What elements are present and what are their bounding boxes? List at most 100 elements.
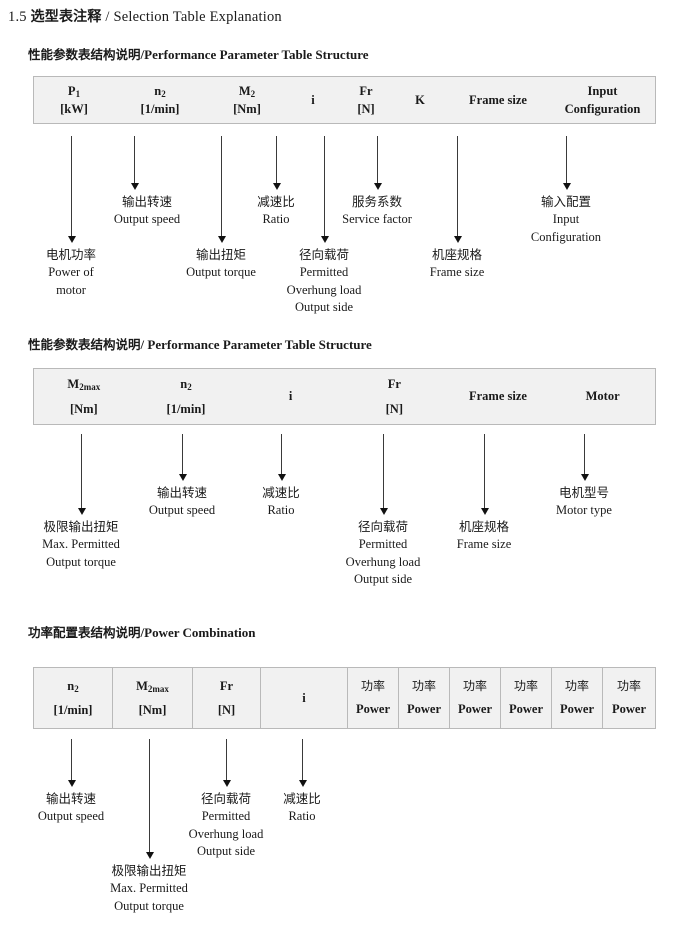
table-1-col-p1-subscript: 1 [75,88,81,99]
label-cn: 服务系数 [351,194,403,209]
table-1-label-ratio: 减速比 Ratio [257,193,295,229]
table-3-col-power-6-en: Power [611,702,646,717]
label-en-1: Output speed [113,211,181,226]
table-2-arrow-fr [379,508,388,516]
table-3-col-m2max-symbol: M [136,678,148,693]
table-1-arrow-n2 [130,183,139,191]
label-en-3: Output side [354,572,412,587]
label-en-1: Permitted [299,264,349,279]
table-1-label-output-torque: 输出扭矩 Output torque [186,246,256,282]
table-1-col-input-configuration-line2: Configuration [564,102,641,116]
table-1-arrow-stem-i [276,136,277,183]
table-2-col-fr-unit: [N] [385,402,403,416]
table-1-col-n2-subscript: 2 [161,88,166,99]
table-2-arrow-m2max [77,508,86,516]
label-cn: 输出扭矩 [195,247,247,262]
table-2-arrow-frame-size [480,508,489,516]
table-2-col-n2: n2 [1/min] [134,369,239,424]
table-1-arrow-stem-m2 [221,136,222,236]
table-3-col-power-4-cn: 功率 [513,678,538,693]
table-3-col-power-4: 功率 Power [501,668,552,728]
table-1-col-fr: Fr [N] [338,77,394,123]
table-3-col-n2: n2 [1/min] [34,668,113,728]
table-2-arrow-stem-i [281,434,282,474]
section-number: 1.5 [8,9,27,25]
section-1-heading-en: Performance Parameter Table Structure [144,47,369,62]
label-cn: 输出转速 [45,791,96,806]
label-cn: 径向载荷 [298,247,350,262]
label-en-1: Output torque [186,264,256,279]
table-1-arrow-stem-fr [324,136,325,236]
table-3-arrow-stem-n2 [71,739,72,780]
table-2-arrow-stem-frame-size [484,434,485,508]
label-en-3: Output side [295,300,353,315]
table-1-arrow-stem-frame-size [457,136,458,236]
table-1-col-frame-size-label: Frame size [469,92,527,107]
table-3-col-m2max-subscript: 2max [147,683,169,694]
table-1-col-input-configuration-line1: Input [587,83,618,98]
label-en-2: Overhung load [286,282,362,297]
label-en-1: Output speed [37,808,105,823]
table-2-arrow-motor [580,474,589,482]
table-1-col-k: K [394,77,446,123]
table-3-arrow-stem-fr [226,739,227,780]
table-1-arrow-k [373,183,382,191]
table-3-col-power-3-en: Power [457,702,492,717]
table-3-col-m2max: M2max [Nm] [113,668,193,728]
table-3-col-power-3-cn: 功率 [462,678,487,693]
table-2-col-n2-symbol: n [180,376,188,391]
table-1-label-power-of-motor: 电机功率 Power of motor [46,246,96,299]
table-3-label-max-output-torque: 极限输出扭矩 Max. Permitted Output torque [110,862,188,915]
table-3-arrow-m2max [145,852,154,860]
section-2-heading-en: Performance Parameter Table Structure [147,337,372,352]
table-3-col-power-2: 功率 Power [399,668,450,728]
section-2-heading-cn: 性能参数表结构说明 [28,337,141,352]
table-3-col-n2-unit: [1/min] [53,703,93,717]
table-2-label-ratio: 减速比 Ratio [262,484,300,520]
page-title-cn: 选型表注释 [30,9,102,25]
table-1-label-frame-size: 机座规格 Frame size [430,246,485,282]
table-1-col-p1: P1 [kW] [34,77,114,123]
table-1-arrow-frame-size [453,236,462,244]
label-en-1: Max. Permitted [42,536,120,551]
section-3-heading-cn: 功率配置表结构说明 [28,625,141,640]
table-3-arrow-stem-m2max [149,739,150,852]
table-1-col-fr-symbol: Fr [359,83,373,98]
table-2-label-motor-type: 电机型号 Motor type [556,484,612,520]
table-3-col-n2-subscript: 2 [74,683,79,694]
table-2-col-motor: Motor [550,369,655,424]
table-1-col-k-symbol: K [415,92,425,107]
table-1-arrow-stem-input-configuration [566,136,567,183]
table-1-col-i-symbol: i [311,92,315,107]
performance-parameter-table-2: M2max [Nm] n2 [1/min] i Fr [N] Frame siz… [33,368,656,425]
section-2-heading-sep: / [140,337,145,352]
table-3-arrow-stem-i [302,739,303,780]
table-3-col-power-5: 功率 Power [552,668,603,728]
table-2-arrow-stem-m2max [81,434,82,508]
table-1-label-service-factor: 服务系数 Service factor [342,193,412,229]
label-en-1: Power of [48,264,94,279]
table-2-col-fr-symbol: Fr [387,376,401,391]
label-en-1: Ratio [267,502,295,517]
label-cn: 减速比 [283,791,321,806]
table-1-arrow-stem-n2 [134,136,135,183]
label-en-2: Overhung load [345,554,421,569]
table-2-col-i: i [238,369,343,424]
label-en-1: Max. Permitted [110,880,188,895]
table-3-arrow-i [298,780,307,788]
table-2-arrow-stem-motor [584,434,585,474]
table-3-col-fr: Fr [N] [193,668,261,728]
table-3-col-power-2-cn: 功率 [411,678,436,693]
table-1-label-output-speed: 输出转速 Output speed [114,193,180,229]
label-en-1: Frame size [456,536,512,551]
table-1-col-n2-symbol: n [154,83,162,98]
label-cn: 减速比 [257,194,295,209]
table-2-col-frame-size-label: Frame size [469,389,527,404]
table-2-label-overhung-load: 径向载荷 Permitted Overhung load Output side [346,518,421,589]
table-1-label-overhung-load: 径向载荷 Permitted Overhung load Output side [287,246,362,317]
table-3-arrow-n2 [67,780,76,788]
label-cn: 机座规格 [458,519,509,534]
table-1-col-fr-unit: [N] [357,102,375,116]
section-3-heading: 功率配置表结构说明/Power Combination [28,622,256,641]
